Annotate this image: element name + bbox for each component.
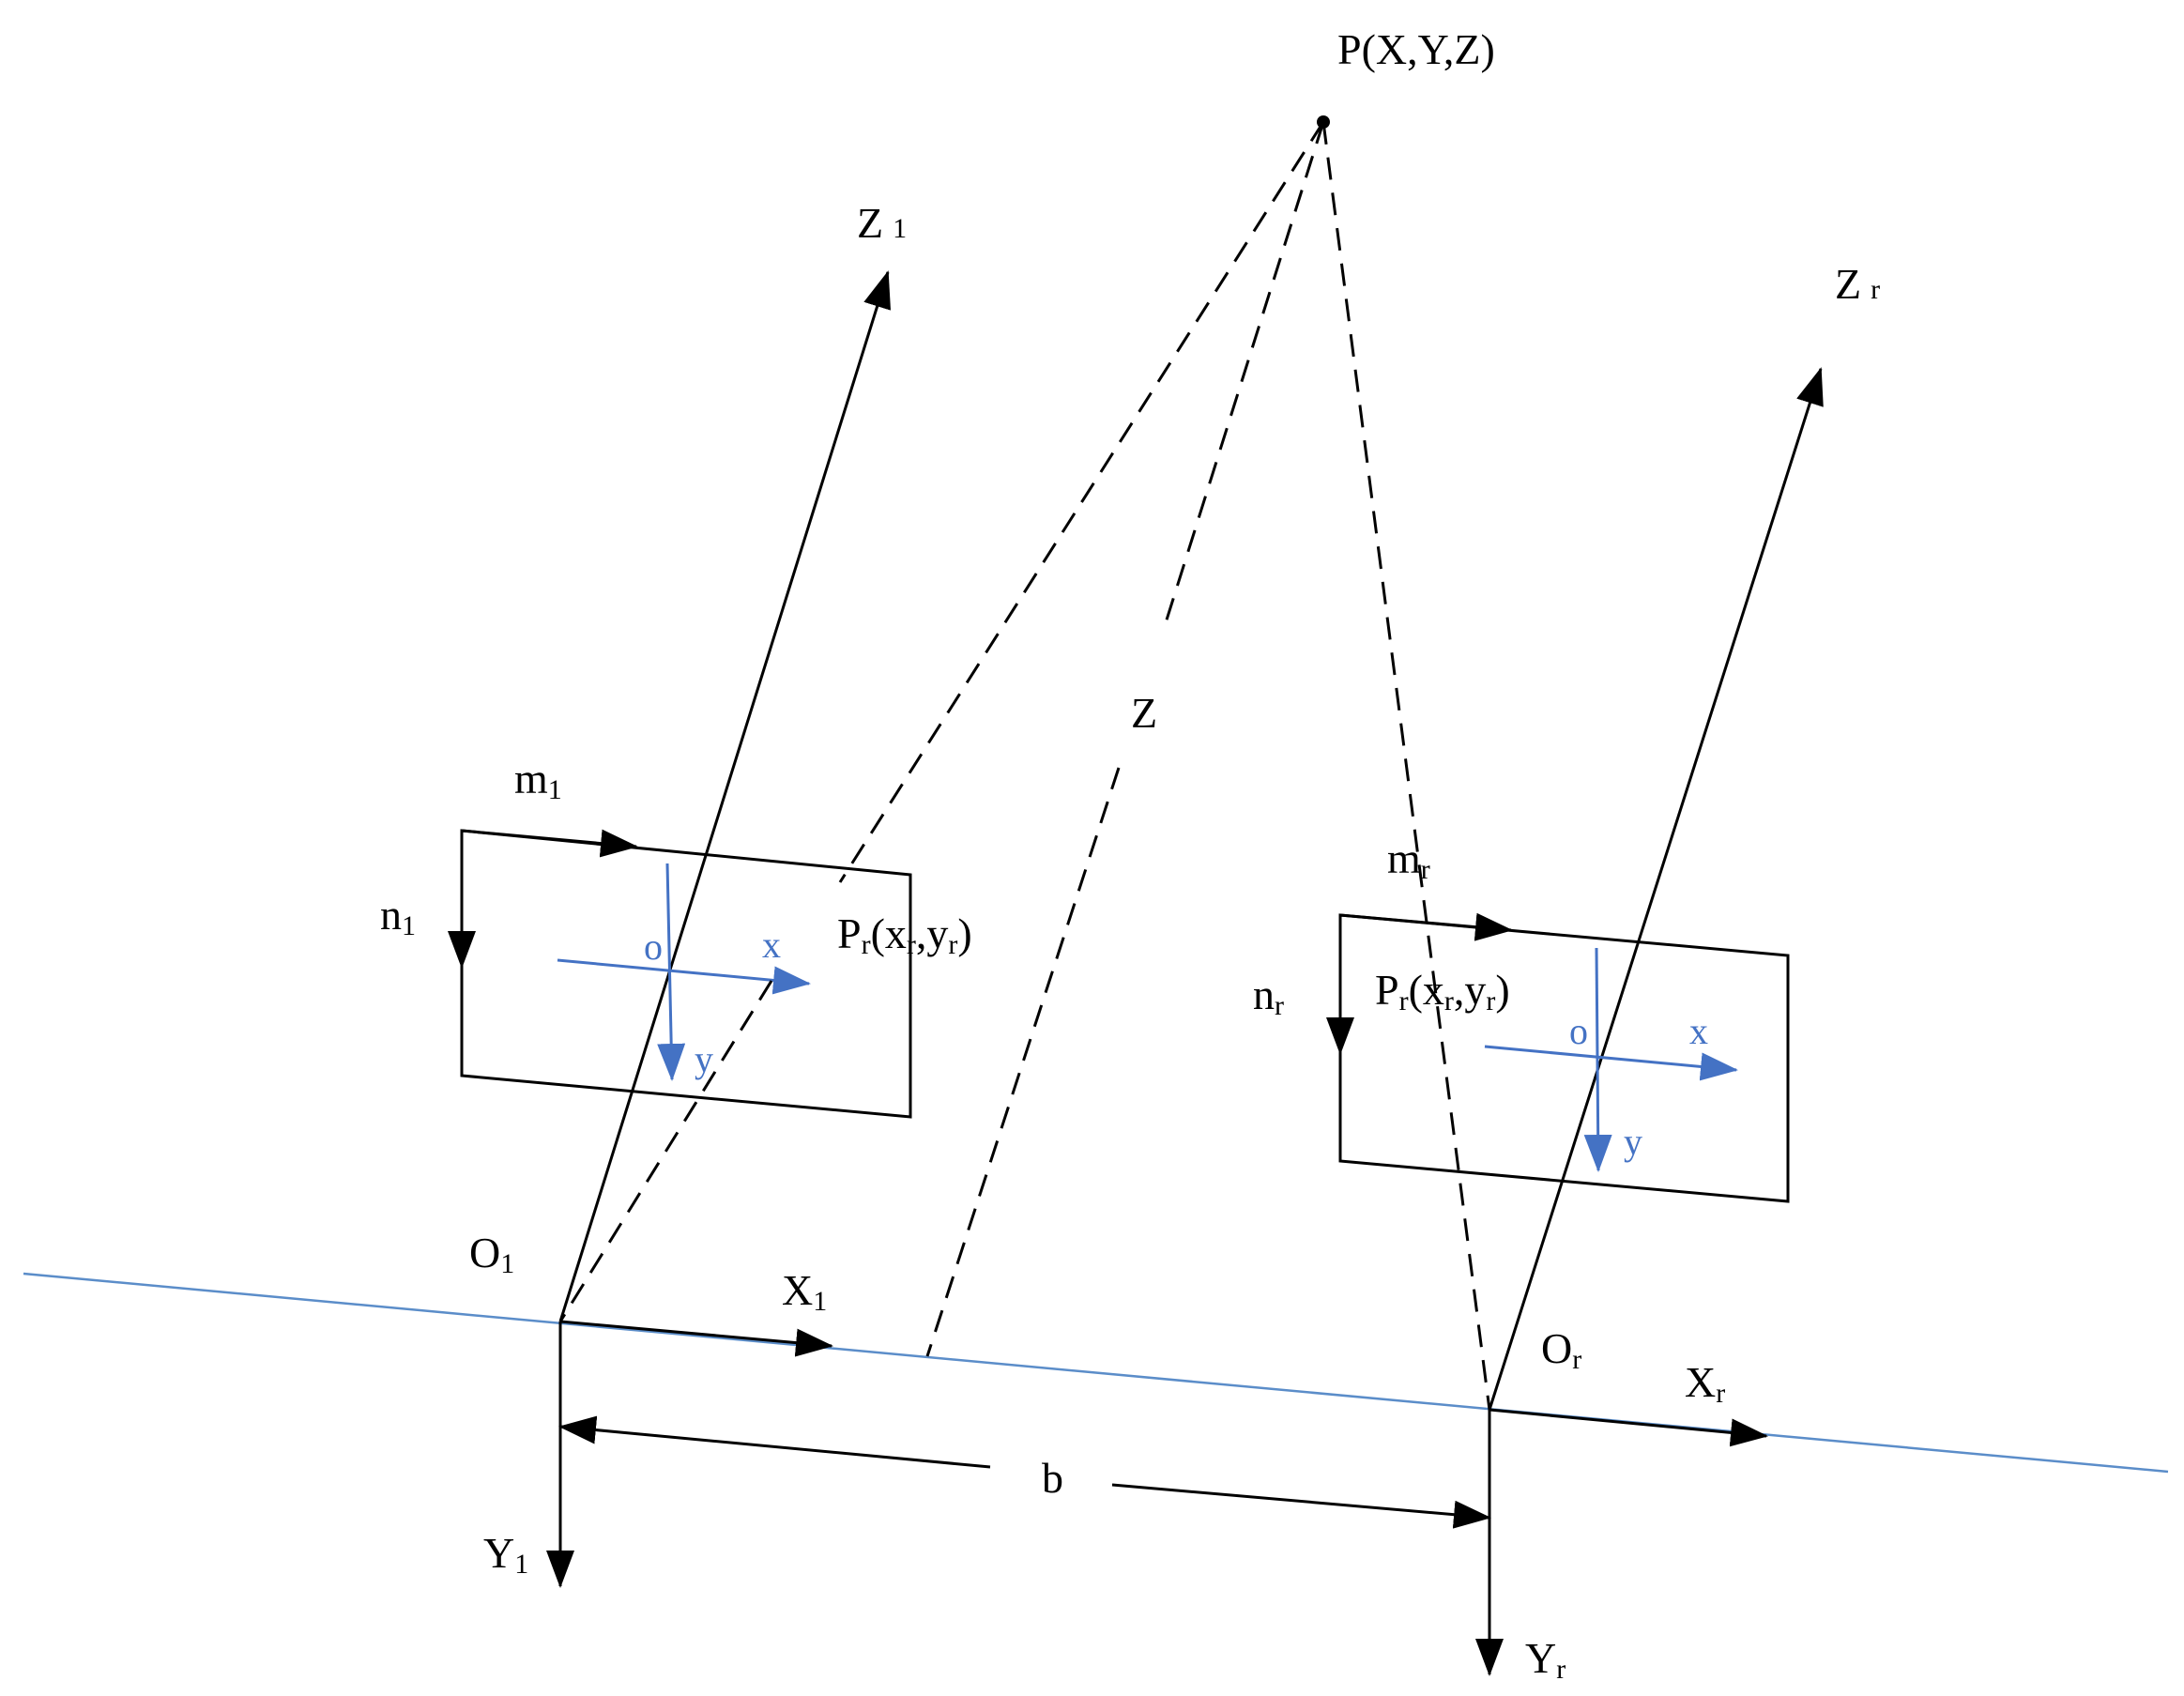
point-p <box>1317 115 1330 129</box>
x1-label: X1 <box>782 1266 827 1317</box>
n1-label: n1 <box>380 891 416 941</box>
z-center-label: Z <box>1131 689 1157 737</box>
baseline-b-label: b <box>1042 1454 1063 1502</box>
ray-p-to-right <box>1321 121 1491 1411</box>
ray-center-lower <box>925 767 1121 1357</box>
xr-axis <box>1489 1408 1768 1447</box>
m1-label: m1 <box>514 755 562 805</box>
left-img-x-axis <box>557 958 811 995</box>
right-img-y-axis <box>1583 947 1612 1172</box>
ray-left-lower <box>558 980 773 1322</box>
zr-axis <box>1488 367 1824 1411</box>
point-p-label: P(X,Y,Z) <box>1337 25 1495 73</box>
right-img-x-label: x <box>1689 1010 1708 1052</box>
m1-arrow <box>461 829 638 858</box>
left-img-y-axis <box>657 863 686 1081</box>
y1-label: Y1 <box>483 1529 528 1580</box>
x1-axis <box>559 1320 833 1357</box>
ray-p-to-left <box>838 121 1325 883</box>
left-projection-label: Pr(xr,yr) <box>837 909 972 960</box>
ray-p-to-center-upper <box>1162 121 1325 630</box>
right-projection-label: Pr(xr,yr) <box>1375 966 1510 1016</box>
right-image-plane <box>1338 913 1790 1203</box>
left-img-y-label: y <box>695 1038 713 1080</box>
left-image-plane <box>460 829 912 1119</box>
nr-label: nr <box>1253 970 1284 1021</box>
yr-label: Yr <box>1525 1634 1565 1685</box>
baseline-line <box>23 1272 2169 1474</box>
right-img-y-label: y <box>1624 1121 1642 1163</box>
mr-label: mr <box>1387 834 1430 885</box>
right-img-origin-label: o <box>1569 1010 1588 1052</box>
z1-axis <box>558 270 891 1322</box>
or-label: Or <box>1541 1324 1581 1375</box>
baseline-dim-left <box>558 1415 991 1469</box>
baseline-dim-right <box>1111 1483 1491 1529</box>
xr-label: Xr <box>1685 1358 1725 1409</box>
left-img-origin-label: o <box>644 925 663 968</box>
right-img-x-axis <box>1484 1045 1738 1081</box>
o1-label: O1 <box>469 1229 514 1279</box>
left-img-x-label: x <box>762 924 781 966</box>
